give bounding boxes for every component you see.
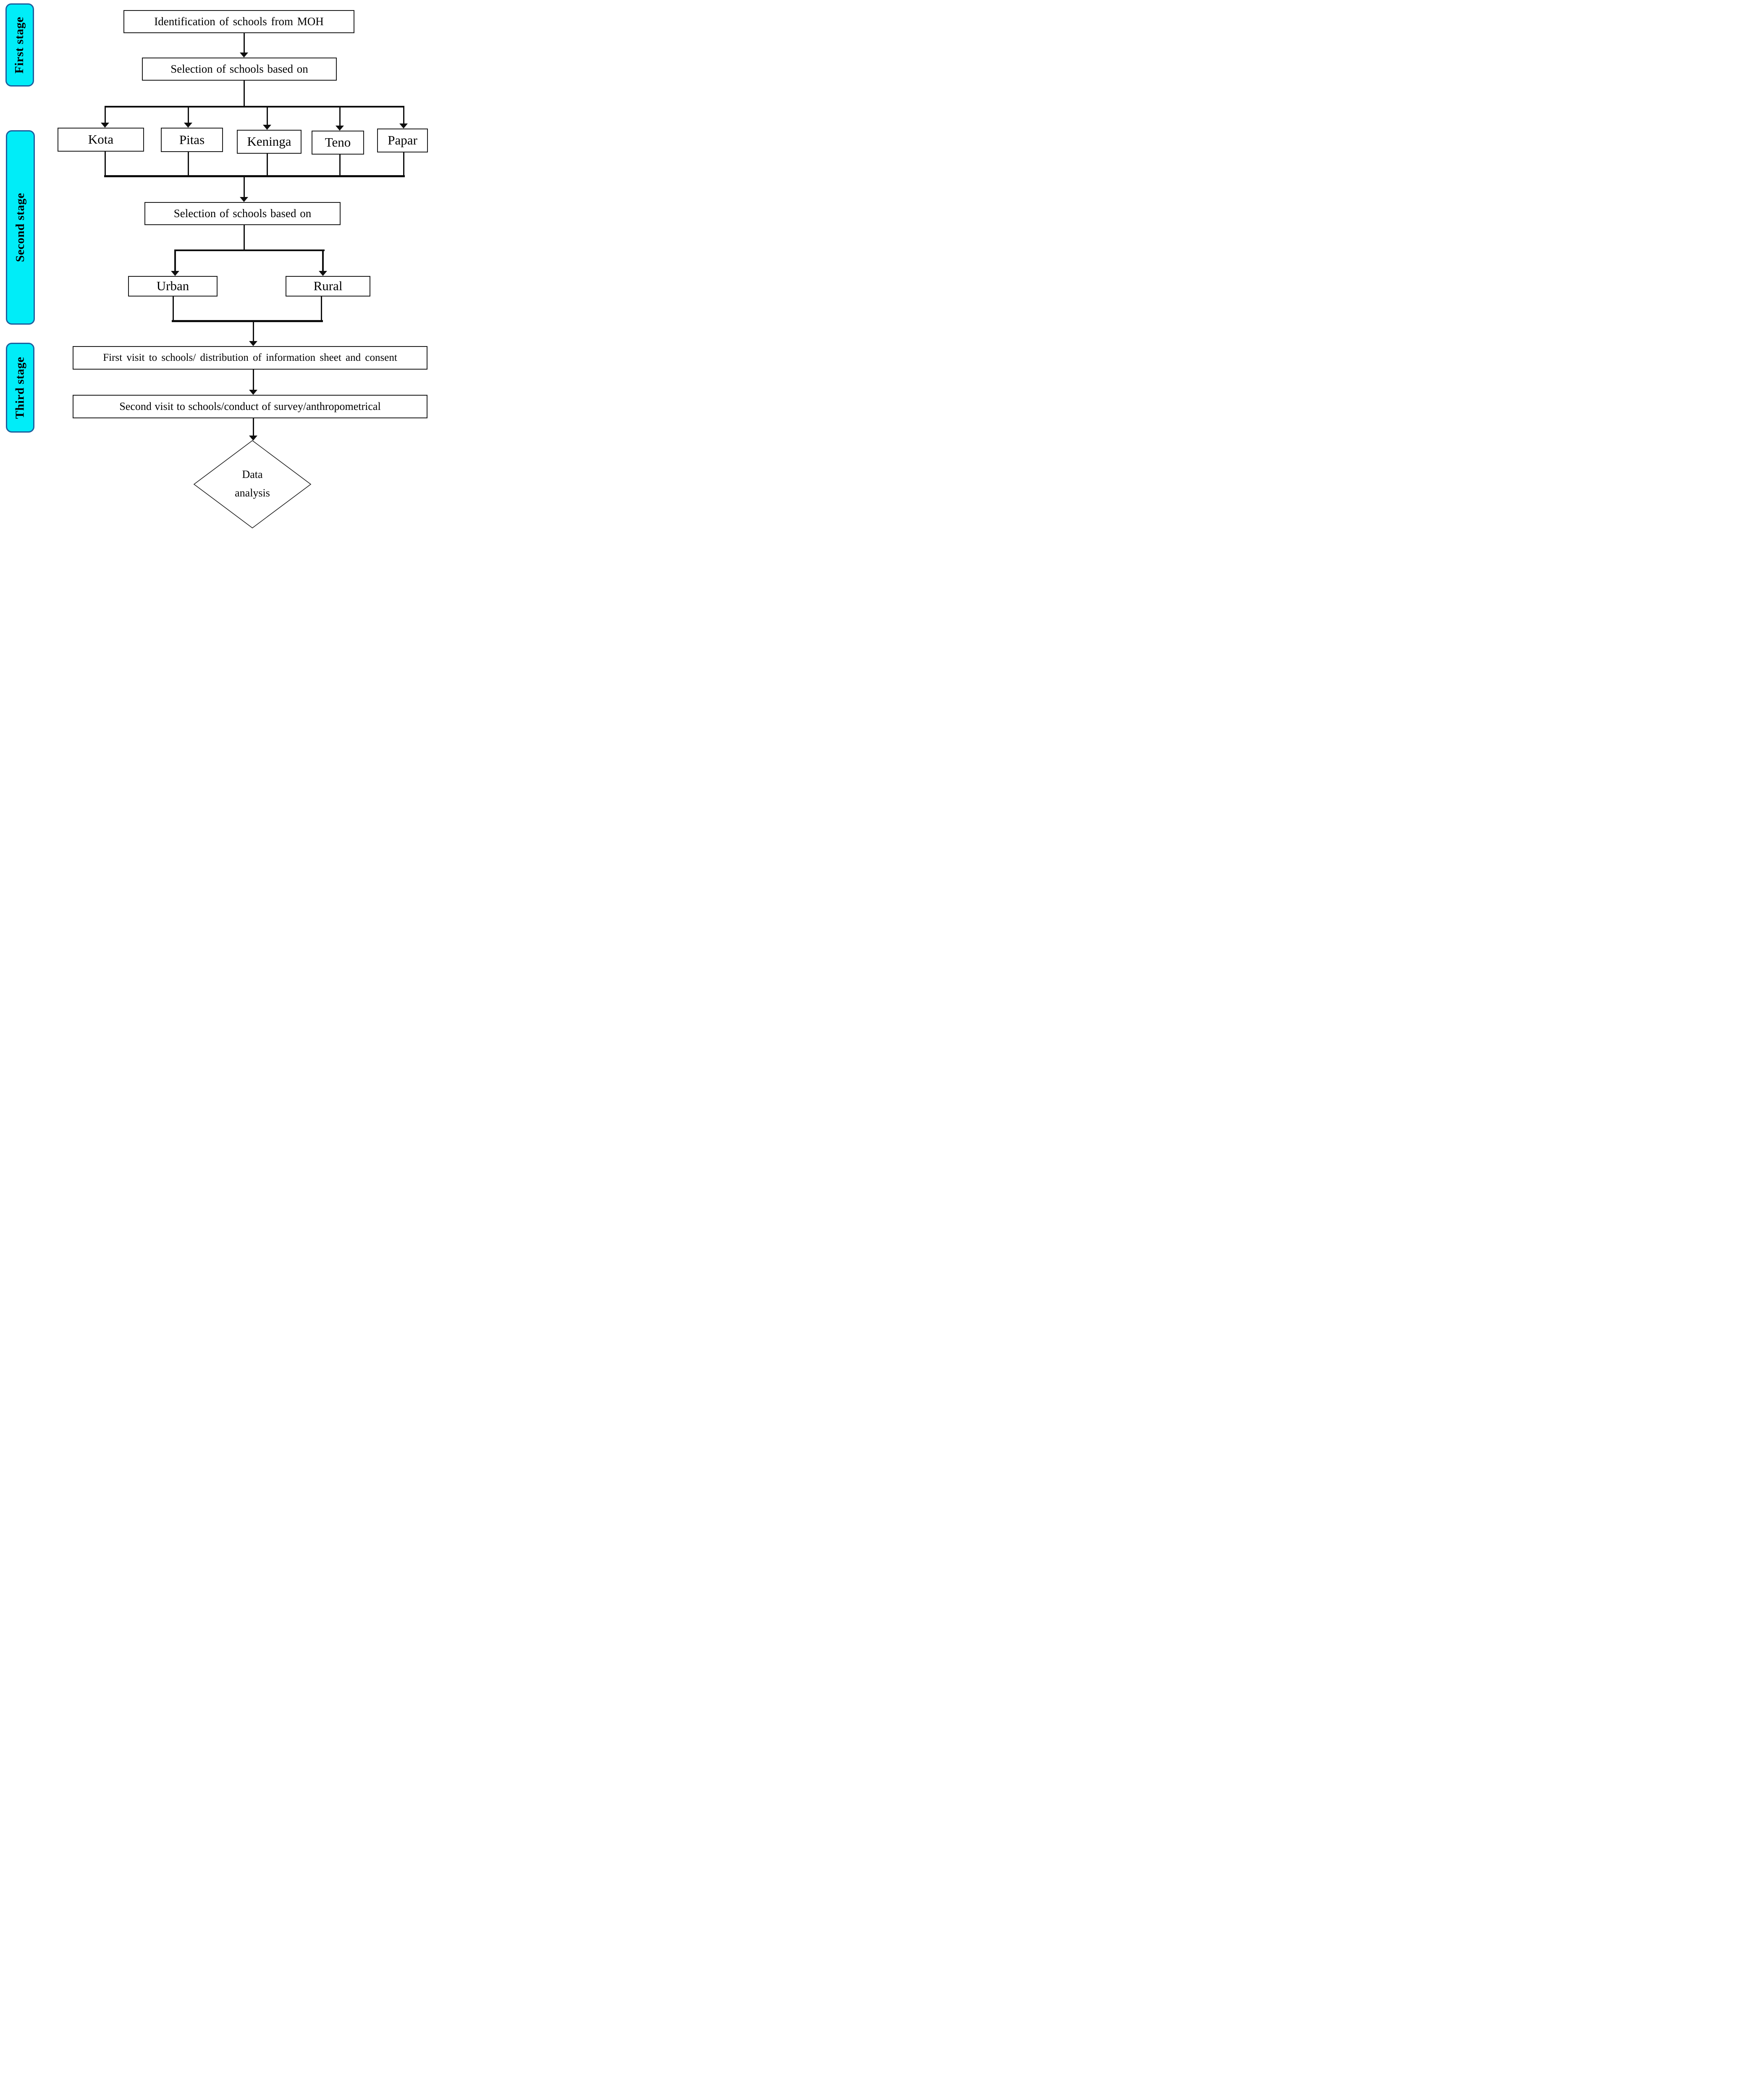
stage-label-second: Second stage bbox=[6, 130, 35, 325]
box-selection-criteria-2-label: Selection of schools based on bbox=[173, 207, 312, 220]
box-selection-criteria-1-label: Selection of schools based on bbox=[170, 62, 308, 75]
connector-merge-firstvisit bbox=[252, 322, 254, 341]
connector-papar-merge bbox=[403, 152, 404, 176]
box-rural-label: Rural bbox=[313, 278, 343, 294]
connector-branch-pitas bbox=[187, 107, 189, 123]
arrowhead-into-selection2 bbox=[240, 197, 248, 202]
diamond-label-line2: analysis bbox=[235, 487, 270, 499]
district-box-pitas-label: Pitas bbox=[179, 132, 205, 147]
arrowhead-into-papar bbox=[399, 123, 408, 129]
district-box-teno-label: Teno bbox=[325, 135, 351, 150]
connector-secondvisit-diamond bbox=[252, 418, 254, 436]
connector-merge-selection2 bbox=[243, 177, 245, 197]
connector-teno-merge bbox=[339, 155, 341, 176]
stage-label-second-text: Second stage bbox=[13, 193, 27, 262]
arrowhead-into-urban bbox=[171, 271, 179, 276]
connector-branch-keninga bbox=[266, 107, 268, 125]
stage-label-first: First stage bbox=[5, 3, 34, 87]
district-box-keninga: Keninga bbox=[237, 130, 302, 154]
connector-rural-merge bbox=[320, 297, 322, 320]
arrowhead-into-pitas bbox=[184, 123, 192, 128]
merge-line-urban-rural bbox=[172, 320, 323, 322]
arrowhead-into-firstvisit bbox=[249, 341, 257, 346]
box-second-visit-label: Second visit to schools/conduct of surve… bbox=[119, 400, 381, 412]
connector-branch-teno bbox=[339, 107, 341, 126]
sampling-flowchart: First stage Second stage Third stage Ide… bbox=[0, 0, 435, 533]
arrowhead-into-secondvisit bbox=[249, 390, 257, 395]
stage-label-third-text: Third stage bbox=[13, 356, 27, 419]
district-box-keninga-label: Keninga bbox=[247, 134, 291, 149]
box-urban-label: Urban bbox=[156, 278, 189, 294]
connector-kota-merge bbox=[104, 152, 106, 176]
diamond-data-analysis bbox=[191, 438, 314, 530]
connector-keninga-merge bbox=[266, 154, 268, 176]
connector-firstvisit-secondvisit bbox=[252, 370, 254, 390]
branch-arm-rural bbox=[322, 249, 324, 271]
diamond-shape bbox=[193, 440, 312, 528]
branch-arm-urban bbox=[174, 249, 176, 271]
arrowhead-into-selection1 bbox=[240, 52, 248, 58]
box-rural: Rural bbox=[286, 276, 370, 297]
district-box-papar: Papar bbox=[377, 129, 428, 152]
box-identification-label: Identification of schools from MOH bbox=[154, 15, 324, 28]
arrowhead-into-diamond bbox=[249, 436, 257, 441]
stage-label-third: Third stage bbox=[6, 343, 34, 433]
connector-pitas-merge bbox=[187, 152, 189, 176]
connector-branch-kota bbox=[104, 107, 106, 123]
connector-branch-papar bbox=[403, 107, 404, 123]
district-box-teno: Teno bbox=[312, 131, 364, 155]
diamond-data-analysis-label: Data analysis bbox=[210, 465, 294, 502]
box-selection-criteria-2: Selection of schools based on bbox=[144, 202, 341, 225]
stage-label-first-text: First stage bbox=[13, 16, 26, 74]
merge-line-districts bbox=[104, 175, 405, 177]
branch-line-urban-rural bbox=[174, 249, 325, 251]
district-box-kota: Kota bbox=[58, 128, 144, 152]
arrowhead-into-kota bbox=[101, 123, 109, 128]
box-second-visit: Second visit to schools/conduct of surve… bbox=[73, 395, 427, 418]
district-box-kota-label: Kota bbox=[88, 132, 114, 147]
branch-line-districts bbox=[105, 106, 404, 108]
connector-selection1-branch bbox=[243, 81, 245, 107]
connector-identification-selection bbox=[243, 33, 245, 52]
box-identification: Identification of schools from MOH bbox=[123, 10, 354, 33]
box-selection-criteria-1: Selection of schools based on bbox=[142, 58, 337, 81]
box-first-visit: First visit to schools/ distribution of … bbox=[73, 346, 427, 370]
box-first-visit-label: First visit to schools/ distribution of … bbox=[103, 352, 397, 364]
district-box-papar-label: Papar bbox=[388, 133, 417, 148]
arrowhead-into-rural bbox=[319, 271, 327, 276]
diamond-shape-svg bbox=[193, 440, 312, 528]
arrowhead-into-keninga bbox=[263, 125, 271, 130]
connector-urban-merge bbox=[172, 297, 174, 320]
arrowhead-into-teno bbox=[336, 126, 344, 131]
district-box-pitas: Pitas bbox=[161, 128, 223, 152]
connector-selection2-branch bbox=[243, 225, 245, 250]
box-urban: Urban bbox=[128, 276, 218, 297]
diamond-label-line1: Data bbox=[242, 468, 263, 480]
